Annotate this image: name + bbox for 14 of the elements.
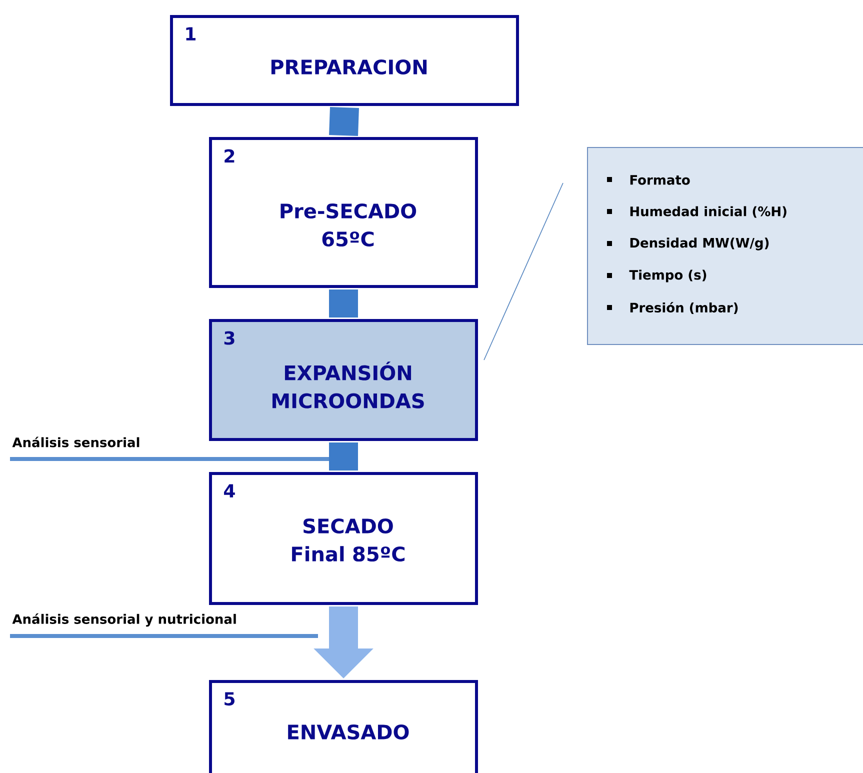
- note-text: Análisis sensorial y nutricional: [12, 613, 236, 627]
- process-box: 2 Pre-SECADO 65ºC: [209, 137, 478, 288]
- bullet-item: Humedad inicial (%H): [607, 206, 786, 218]
- process-box: 5 ENVASADO: [209, 680, 478, 773]
- parameter-box: [587, 147, 863, 345]
- note-text: Análisis sensorial: [12, 436, 140, 448]
- process-box: 1 PREPARACION: [170, 15, 519, 106]
- bullet-item: Densidad MW(W/g): [607, 238, 769, 250]
- bullet-item: Formato: [607, 175, 690, 185]
- bullet-item: Tiempo (s): [607, 270, 706, 282]
- process-box: 4 SECADO Final 85ºC: [209, 472, 478, 605]
- process-box: 3 EXPANSIÓN MICROONDAS: [209, 319, 478, 441]
- bullet-item: Presión (mbar): [607, 302, 738, 314]
- leader-line: [484, 182, 564, 360]
